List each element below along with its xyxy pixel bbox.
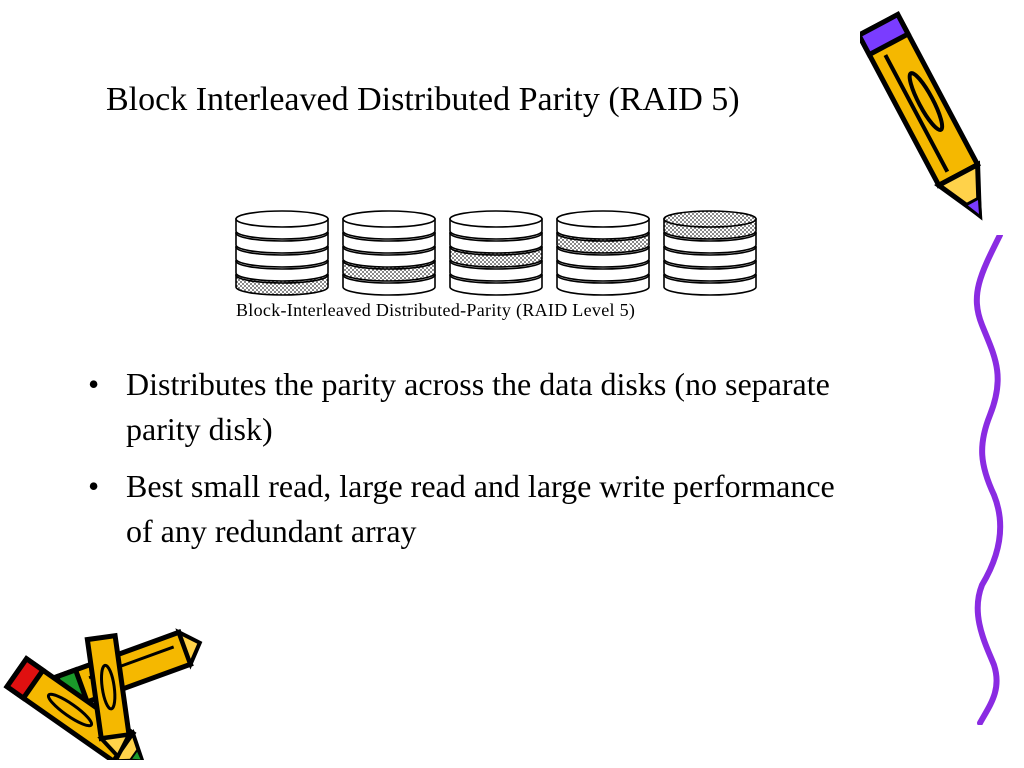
- raid5-disk-diagram: [235, 210, 757, 296]
- disk-stack: [342, 210, 436, 296]
- bullet-symbol: •: [88, 468, 100, 504]
- slide-title: Block Interleaved Distributed Parity (RA…: [106, 81, 740, 118]
- raid5-figure: Block-Interleaved Distributed-Parity (RA…: [228, 205, 768, 330]
- data-block-top: [449, 210, 543, 228]
- bullet-symbol: •: [88, 366, 100, 402]
- bullet-item: • Best small read, large read and large …: [88, 464, 858, 554]
- disk-stack: [235, 210, 329, 296]
- data-block-top: [235, 210, 329, 228]
- data-block-top: [556, 210, 650, 228]
- bullet-text: Distributes the parity across the data d…: [126, 366, 830, 447]
- bullet-text: Best small read, large read and large wr…: [126, 468, 835, 549]
- disk-stack: [449, 210, 543, 296]
- bullet-list: • Distributes the parity across the data…: [88, 362, 858, 566]
- bullet-item: • Distributes the parity across the data…: [88, 362, 858, 452]
- data-block-top: [342, 210, 436, 228]
- pencil-icon: [860, 11, 983, 221]
- squiggle-line-icon: [973, 235, 1004, 725]
- parity-block-top: [663, 210, 757, 228]
- crossed-pencils-icon: [3, 628, 203, 760]
- figure-caption: Block-Interleaved Distributed-Parity (RA…: [236, 300, 636, 320]
- disk-stack: [556, 210, 650, 296]
- disk-stack: [663, 210, 757, 296]
